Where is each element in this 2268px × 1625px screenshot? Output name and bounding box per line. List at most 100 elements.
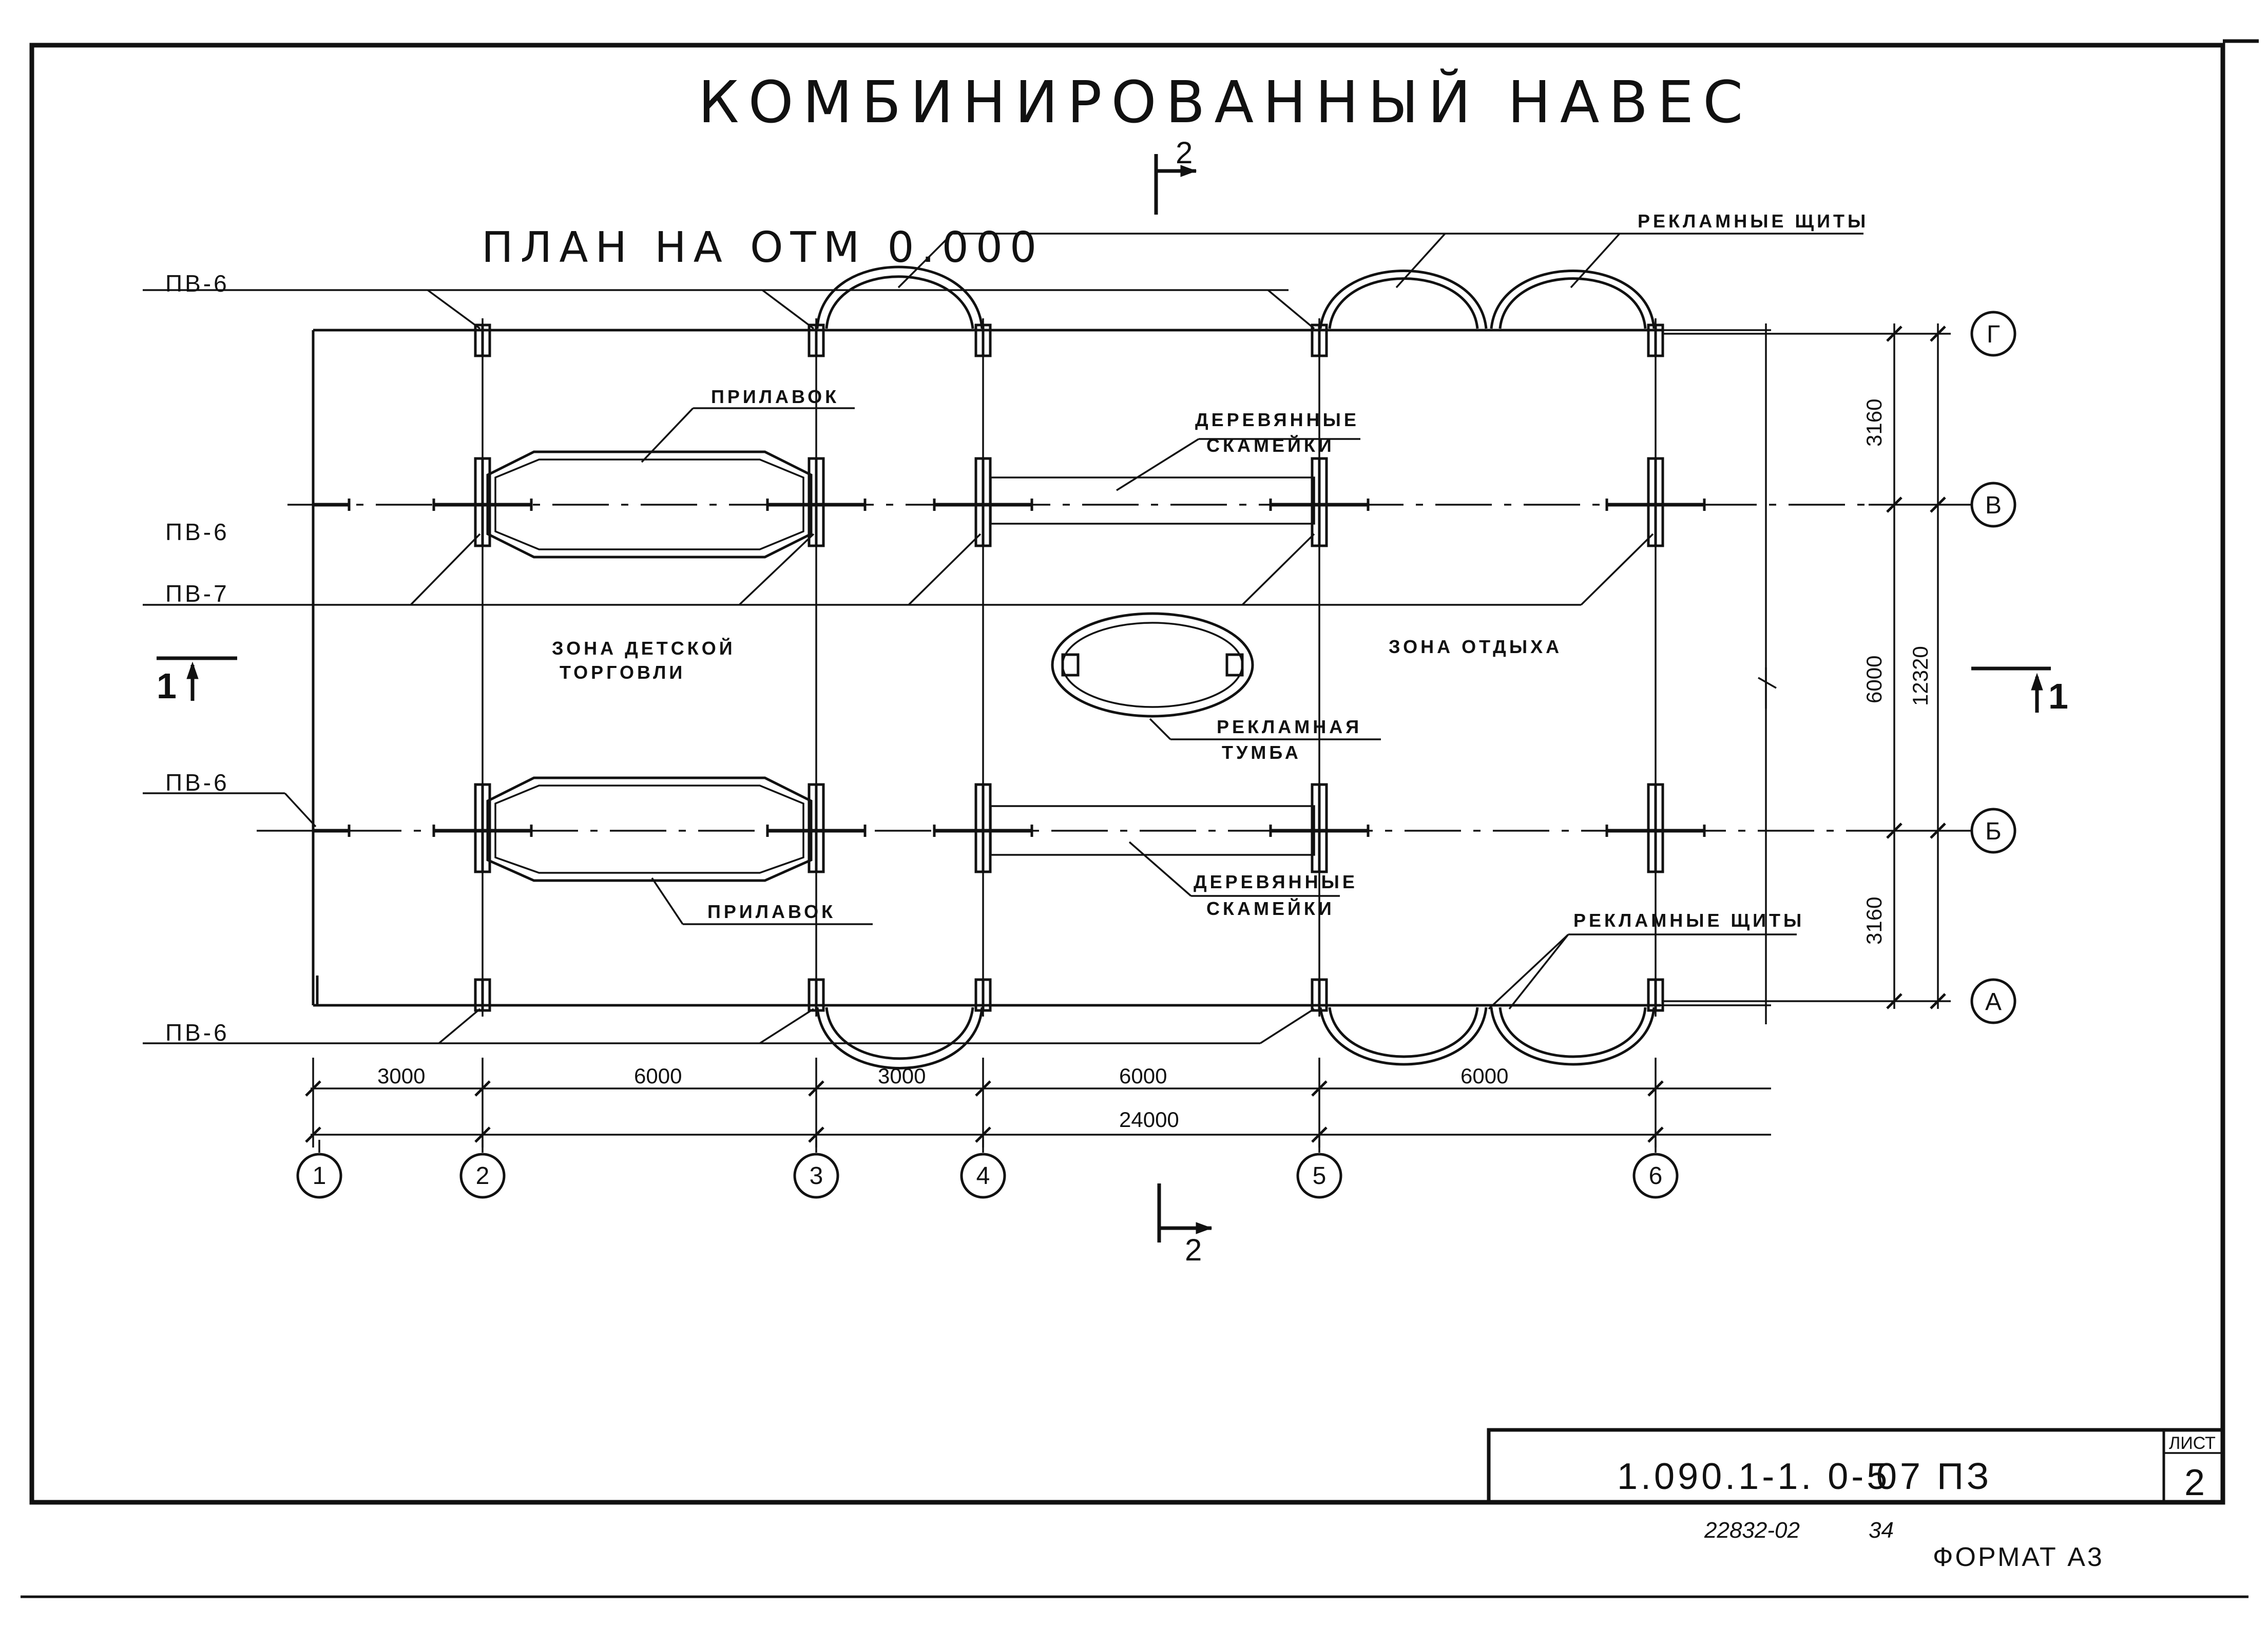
column-post: [1311, 323, 1328, 357]
dimension-chain-right: [1886, 323, 1946, 1009]
column-post: [974, 978, 992, 1012]
column-post: [1269, 457, 1370, 547]
beam-label-pv6-top: ПВ-6: [165, 270, 229, 297]
dim-tick: [1311, 1080, 1328, 1097]
row-axis-bubble: [1970, 978, 2016, 1024]
annotation-ad-tumba-1: РЕКЛАМНАЯ: [1217, 716, 1362, 737]
dim-right-0: 3160: [1862, 399, 1886, 447]
column-post-edge: [313, 825, 351, 837]
column-axis-bubble: [1296, 1153, 1342, 1199]
annotation-benches-bottom-1: ДЕРЕВЯННЫЕ: [1194, 871, 1358, 892]
column-axis-label: 3: [810, 1162, 823, 1190]
sheet-frame: [29, 43, 2225, 1505]
column-post: [1311, 978, 1328, 1012]
row-axis-label: Г: [1987, 321, 2000, 348]
ad-tumba: [1051, 612, 1254, 718]
column-post: [474, 978, 491, 1012]
stamp-code: 1.090.1-1. 0-5: [1617, 1456, 1890, 1497]
dim-right-1: 6000: [1862, 656, 1886, 703]
counter-bottom: [486, 776, 813, 882]
annotation-zone-rest: ЗОНА ОТДЫХА: [1389, 636, 1562, 657]
column-post: [1269, 783, 1370, 873]
beam-label-pv7: ПВ-7: [165, 580, 229, 607]
dim-right-total: 12320: [1908, 646, 1932, 706]
row-axis-label: В: [1985, 492, 2002, 519]
column-axis-bubble: [296, 1153, 342, 1199]
row-axis-label: А: [1985, 988, 2002, 1016]
stamp-sheet-label: ЛИСТ: [2169, 1433, 2216, 1453]
row-axis-bubble: [1970, 482, 2016, 528]
dim-tick: [305, 1080, 321, 1097]
row-axis-lines: [257, 333, 1971, 1002]
dim-bottom-2: 3000: [878, 1064, 926, 1088]
dim-tick: [1647, 1126, 1664, 1143]
column-post: [933, 783, 1033, 873]
section-mark-bottom: 2: [1157, 1183, 1213, 1267]
dim-tick: [1930, 993, 1946, 1009]
section-mark-top: 2: [1154, 136, 1197, 215]
annotation-counter-bottom: ПРИЛАВОК: [707, 901, 836, 922]
column-axis-label: 4: [976, 1162, 990, 1190]
annotation-benches-bottom-2: СКАМЕЙКИ: [1206, 897, 1335, 919]
benches-top: [990, 476, 1315, 525]
dim-tick: [1886, 326, 1902, 342]
annotation-benches-top-2: СКАМЕЙКИ: [1206, 434, 1335, 456]
column-post: [1605, 457, 1706, 547]
columns-group: [313, 323, 1706, 1012]
beam-label-pv6-mid-upper: ПВ-6: [165, 519, 229, 545]
counter-top: [486, 450, 813, 559]
column-axis-bubble: [793, 1153, 839, 1199]
dim-tick: [1647, 1080, 1664, 1097]
column-post: [432, 457, 533, 547]
column-axis-label: 2: [476, 1162, 490, 1190]
dim-tick: [1886, 993, 1902, 1009]
section-mark-left: 1: [157, 656, 237, 706]
dim-tick: [975, 1126, 991, 1143]
dim-tick: [1930, 496, 1946, 513]
annotation-counter-top: ПРИЛАВОК: [711, 386, 839, 407]
dim-tick: [1930, 326, 1946, 342]
dim-tick: [305, 1126, 321, 1143]
dim-tick: [474, 1126, 491, 1143]
column-axis-bubble: [1632, 1153, 1679, 1199]
footer-format: ФОРМАТ А3: [1933, 1542, 2104, 1572]
dim-bottom-total: 24000: [1119, 1107, 1179, 1132]
dim-bottom-3: 6000: [1119, 1064, 1167, 1088]
section-mark-right-label: 1: [2048, 676, 2068, 716]
column-axis-bubble: [459, 1153, 506, 1199]
column-axis-bubble: [960, 1153, 1006, 1199]
column-post-edge: [313, 499, 351, 511]
column-axis-label: 1: [313, 1162, 326, 1190]
stamp-sheet-code: 07 ПЗ: [1876, 1456, 1992, 1497]
ad-panels-bottom: [816, 1007, 1656, 1069]
annotation-ad-tumba-2: ТУМБА: [1222, 742, 1301, 763]
grid-verticals: [482, 318, 1657, 1017]
column-post: [1605, 783, 1706, 873]
beam-leaders: [143, 289, 1654, 1044]
section-mark-bottom-label: 2: [1185, 1233, 1202, 1267]
beam-label-pv6-bottom: ПВ-6: [165, 1019, 229, 1046]
dim-tick: [1886, 496, 1902, 513]
dim-tick: [808, 1126, 824, 1143]
annotation-zone-children-1: ЗОНА ДЕТСКОЙ: [552, 637, 736, 659]
column-axis-label: 6: [1649, 1162, 1663, 1190]
drawing-title: КОМБИНИРОВАННЫЙ НАВЕС: [698, 68, 1752, 136]
dim-tick: [474, 1080, 491, 1097]
column-post: [474, 323, 491, 357]
dim-bottom-0: 3000: [377, 1064, 425, 1088]
column-post: [974, 323, 992, 357]
section-mark-right: 1: [1971, 666, 2068, 716]
column-post: [1647, 323, 1664, 357]
plan-outline: [312, 323, 1771, 1024]
dimension-chain-bottom: [305, 1058, 1771, 1148]
break-mark: [1758, 677, 1777, 689]
stamp-sheet-number: 2: [2184, 1462, 2205, 1503]
dim-tick: [1311, 1126, 1328, 1143]
footer-inventory: 22832-02: [1704, 1518, 1800, 1543]
column-post: [766, 457, 867, 547]
annotation-zone-children-2: ТОРГОВЛИ: [560, 662, 685, 683]
dim-tick: [975, 1080, 991, 1097]
beam-label-pv6-mid-lower: ПВ-6: [165, 769, 229, 796]
annotation-leaders: [641, 233, 1863, 1010]
